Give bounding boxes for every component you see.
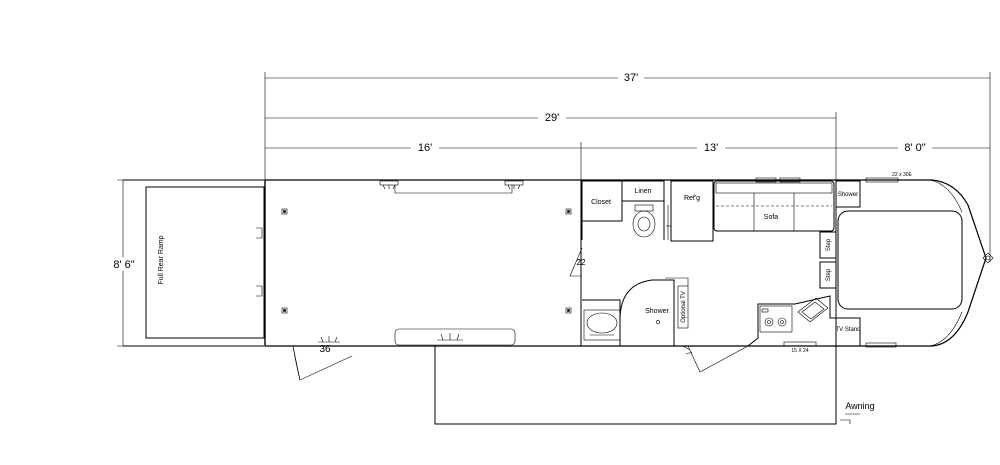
tv-stand-label: TV Stand xyxy=(835,327,860,333)
step-lower-label: Step xyxy=(826,268,832,281)
sofa: Sofa xyxy=(713,177,835,232)
sofa-label: Sofa xyxy=(764,214,779,221)
optional-tv-label: Optional TV xyxy=(681,291,687,323)
tie-ring-icon xyxy=(281,208,572,314)
trailer-body xyxy=(264,179,987,347)
front-window xyxy=(865,177,899,183)
bath-door: 22 xyxy=(569,247,586,277)
saddle-rack xyxy=(394,185,513,194)
fridge-label: Ref'g xyxy=(684,195,700,202)
dim-nose: 8' 0" xyxy=(904,142,925,154)
rear-door-size: 36 xyxy=(319,344,331,355)
ceiling-light-icon xyxy=(504,180,524,190)
dimension-lines: 37' 29' 16' 13' 8' 0" 8' 6" xyxy=(110,70,991,347)
toilet-icon xyxy=(632,204,656,238)
rear-ramp-label: Full Rear Ramp xyxy=(158,235,165,284)
shower-label: Shower xyxy=(645,308,669,315)
kitchen-sink-icon xyxy=(797,297,829,323)
gooseneck-bed: 22 x 30E xyxy=(837,172,963,348)
awning-label: Awning xyxy=(845,401,874,411)
kitchen-counter xyxy=(747,295,836,347)
dim-overall-length: 37' xyxy=(624,72,638,84)
kitchen-window xyxy=(783,341,817,347)
rear-side-door: 36 xyxy=(292,344,353,381)
drain-icon xyxy=(656,320,660,324)
front-window-size: 22 x 30E xyxy=(892,172,912,178)
bath-door-size: 22 xyxy=(577,258,586,267)
horse-area xyxy=(281,180,572,346)
dim-rear-section: 16' xyxy=(418,142,432,154)
living-quarters: Closet Linen Ref'g 22 Shower xyxy=(569,177,861,373)
closet-label: Closet xyxy=(591,199,611,206)
burner-icon xyxy=(777,317,787,327)
entry-door xyxy=(682,345,749,373)
awning: Awning xyxy=(434,346,875,425)
ceiling-light-icon xyxy=(437,333,463,341)
burner-icon xyxy=(764,317,774,327)
step-upper-label: Step xyxy=(826,238,832,251)
ceiling-light-icon xyxy=(379,180,399,190)
linen-label: Linen xyxy=(634,188,651,195)
hitch-icon xyxy=(982,252,994,264)
dim-width: 8' 6" xyxy=(113,259,134,271)
dim-living-length: 29' xyxy=(545,112,559,124)
dim-front-section: 13' xyxy=(704,142,718,154)
front-shower-label: Shower xyxy=(838,192,858,198)
rear-ramp: Full Rear Ramp xyxy=(123,179,265,347)
kitchen-window-size: 15 X 24 xyxy=(791,348,808,354)
ceiling-light-icon xyxy=(318,336,340,343)
bath-sink-icon xyxy=(583,309,621,341)
